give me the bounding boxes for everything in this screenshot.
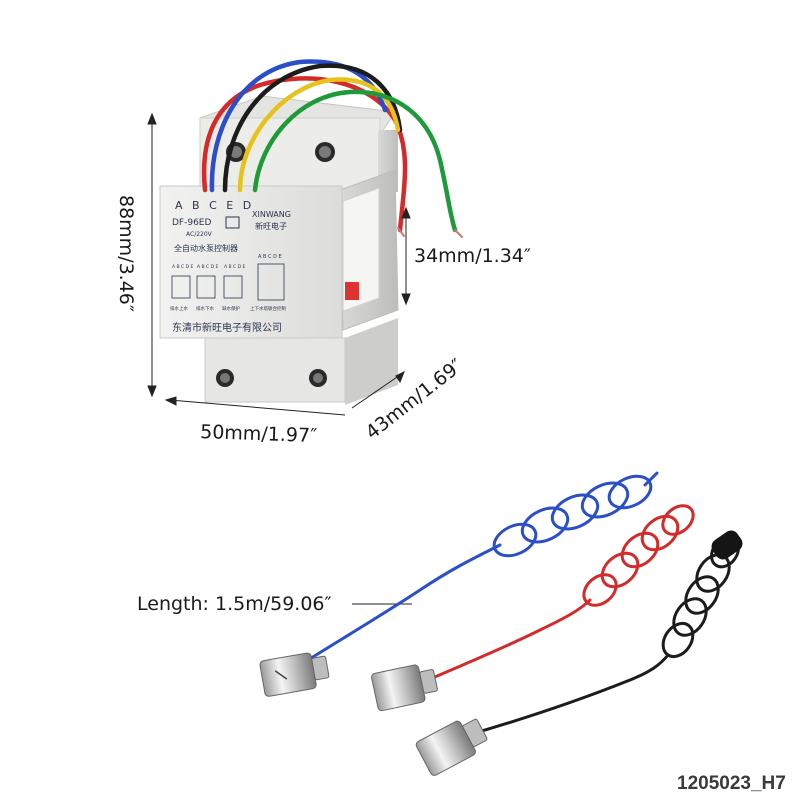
- side-sticker: [342, 187, 380, 312]
- width-dimension-label: 50mm/1.97″: [200, 421, 318, 447]
- product-name-cn: 全自动水泵控制器: [174, 243, 238, 253]
- diagram-caption-2: 排水下水: [196, 305, 214, 312]
- probe-icon: [415, 718, 488, 776]
- brand-en: XINWANG: [252, 210, 291, 219]
- screw-icon: [309, 369, 327, 387]
- product-code-watermark: 1205023_H7: [677, 773, 786, 794]
- diagram-caption-3: 缺水保护: [222, 305, 240, 312]
- sensor-cables: [298, 471, 740, 737]
- relay-device: A B C E D DF-96ED XINWANG 新旺电子 AC/220V 全…: [159, 95, 399, 405]
- screw-icon: [315, 142, 335, 162]
- diagram-caption-4: 上下水塔联合控制: [250, 305, 286, 312]
- height-dimension-label: 88mm/3.46″: [115, 195, 137, 312]
- diagram-label-4: A B C D E: [258, 254, 282, 260]
- model-number: DF-96ED: [172, 218, 211, 228]
- blue-sensor-cable: [298, 471, 659, 667]
- front-panel: [159, 185, 343, 339]
- voltage-rating: AC/220V: [186, 231, 213, 238]
- probe-icon: [259, 652, 330, 697]
- terminal-letters-top: A B C E D: [175, 199, 254, 212]
- wiring-diagrams: [171, 263, 285, 301]
- company-name-cn: 东清市新旺电子有限公司: [172, 321, 282, 334]
- device-wires: [201, 59, 463, 238]
- cable-end-cap: [711, 530, 743, 560]
- cable-length-label: Length: 1.5m/59.06″: [137, 593, 332, 615]
- diagram-label-1: A B C D E: [172, 264, 193, 270]
- dimension-lines: [147, 112, 412, 605]
- diagram-caption-1: 排水上水: [170, 305, 188, 312]
- probe-icon: [371, 664, 438, 712]
- terminal-dimension-label: 34mm/1.34″: [414, 245, 531, 267]
- diagram-label-2: A B C D E: [197, 264, 218, 270]
- red-sensor-cable: [403, 504, 695, 692]
- screw-icon: [216, 369, 234, 387]
- diagram-label-3: A B C D E: [224, 264, 245, 270]
- led-indicator: [225, 216, 240, 229]
- brand-cn: 新旺电子: [255, 221, 287, 231]
